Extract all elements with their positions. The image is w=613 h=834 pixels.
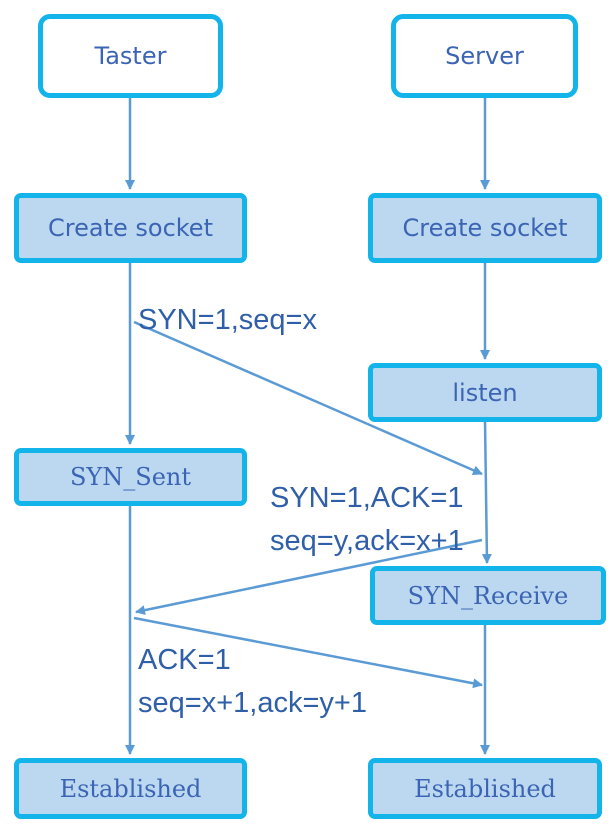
syn-message-label: SYN=1,seq=x — [138, 304, 317, 336]
syn-receive-label: SYN_Receive — [407, 581, 569, 610]
create-socket-left-label: Create socket — [48, 214, 213, 242]
syn-receive-node: SYN_Receive — [370, 566, 606, 625]
synack-message-line1: SYN=1,ACK=1 — [270, 482, 464, 514]
taster-node: Taster — [38, 14, 223, 98]
create-socket-right-label: Create socket — [402, 214, 568, 242]
server-label: Server — [445, 42, 524, 70]
create-socket-right-node: Create socket — [368, 193, 602, 263]
established-left-label: Established — [59, 774, 202, 803]
syn-sent-node: SYN_Sent — [14, 448, 247, 506]
taster-label: Taster — [94, 42, 167, 70]
arrow-syn-message — [133, 320, 483, 476]
established-right-node: Established — [368, 758, 602, 819]
create-socket-left-node: Create socket — [14, 193, 247, 263]
established-right-label: Established — [414, 774, 556, 803]
arrow-listen-to-syn-receive — [481, 419, 492, 564]
arrow-synack-message — [135, 538, 483, 616]
ack-message-line2: seq=x+1,ack=y+1 — [138, 687, 367, 719]
synack-message-line2: seq=y,ack=x+1 — [270, 525, 464, 557]
syn-sent-label: SYN_Sent — [69, 463, 192, 491]
listen-label: listen — [452, 378, 518, 407]
server-node: Server — [391, 14, 578, 98]
listen-node: listen — [368, 363, 602, 422]
arrow-ack-message — [133, 616, 483, 689]
established-left-node: Established — [14, 758, 247, 819]
ack-message-line1: ACK=1 — [138, 644, 231, 676]
